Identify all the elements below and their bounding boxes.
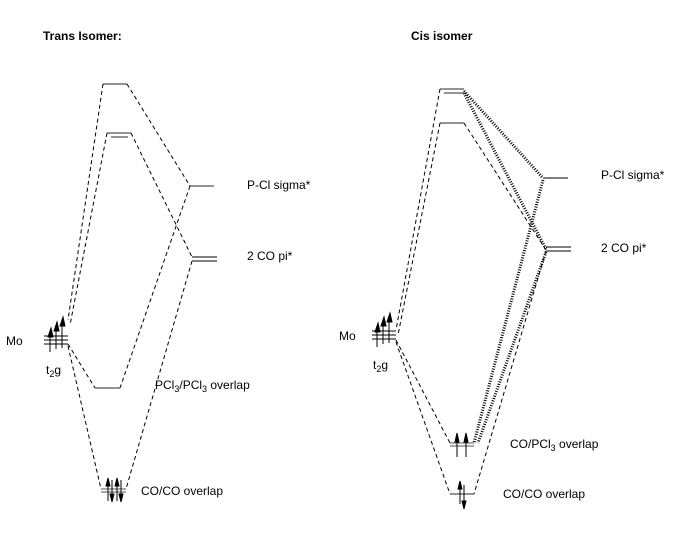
trans-pcl3-overlap-label: PCl3/PCl3 overlap xyxy=(155,378,250,394)
cis-hatched-correlation-lines xyxy=(462,89,548,444)
trans-t2g-electrons xyxy=(47,315,66,352)
trans-diagram xyxy=(44,83,217,503)
cis-co-pi-label: 2 CO pi* xyxy=(601,241,647,255)
cis-copcl3-electrons xyxy=(454,432,469,457)
cis-correlation-lines xyxy=(395,88,547,495)
trans-coco-overlap-label: CO/CO overlap xyxy=(141,484,224,498)
trans-coco-electrons xyxy=(105,477,124,503)
cis-coco-electrons xyxy=(457,480,467,510)
trans-pcl-sigma-label: P-Cl sigma* xyxy=(247,178,311,192)
cis-pcl-sigma-label: P-Cl sigma* xyxy=(601,168,665,182)
cis-title: Cis isomer xyxy=(411,29,473,43)
cis-coco-overlap-label: CO/CO overlap xyxy=(503,487,586,501)
trans-title: Trans Isomer: xyxy=(43,29,122,43)
cis-copcl3-overlap-label: CO/PCl3 overlap xyxy=(510,437,599,453)
cis-t2g-electrons xyxy=(374,311,393,347)
cis-metal-label: Mo xyxy=(339,329,356,343)
trans-metal-label: Mo xyxy=(6,334,23,348)
cis-diagram xyxy=(372,88,571,510)
trans-t2g-label: t2g xyxy=(46,363,62,379)
cis-t2g-label: t2g xyxy=(373,358,389,374)
trans-co-pi-label: 2 CO pi* xyxy=(247,249,293,263)
trans-correlation-lines xyxy=(67,83,193,490)
